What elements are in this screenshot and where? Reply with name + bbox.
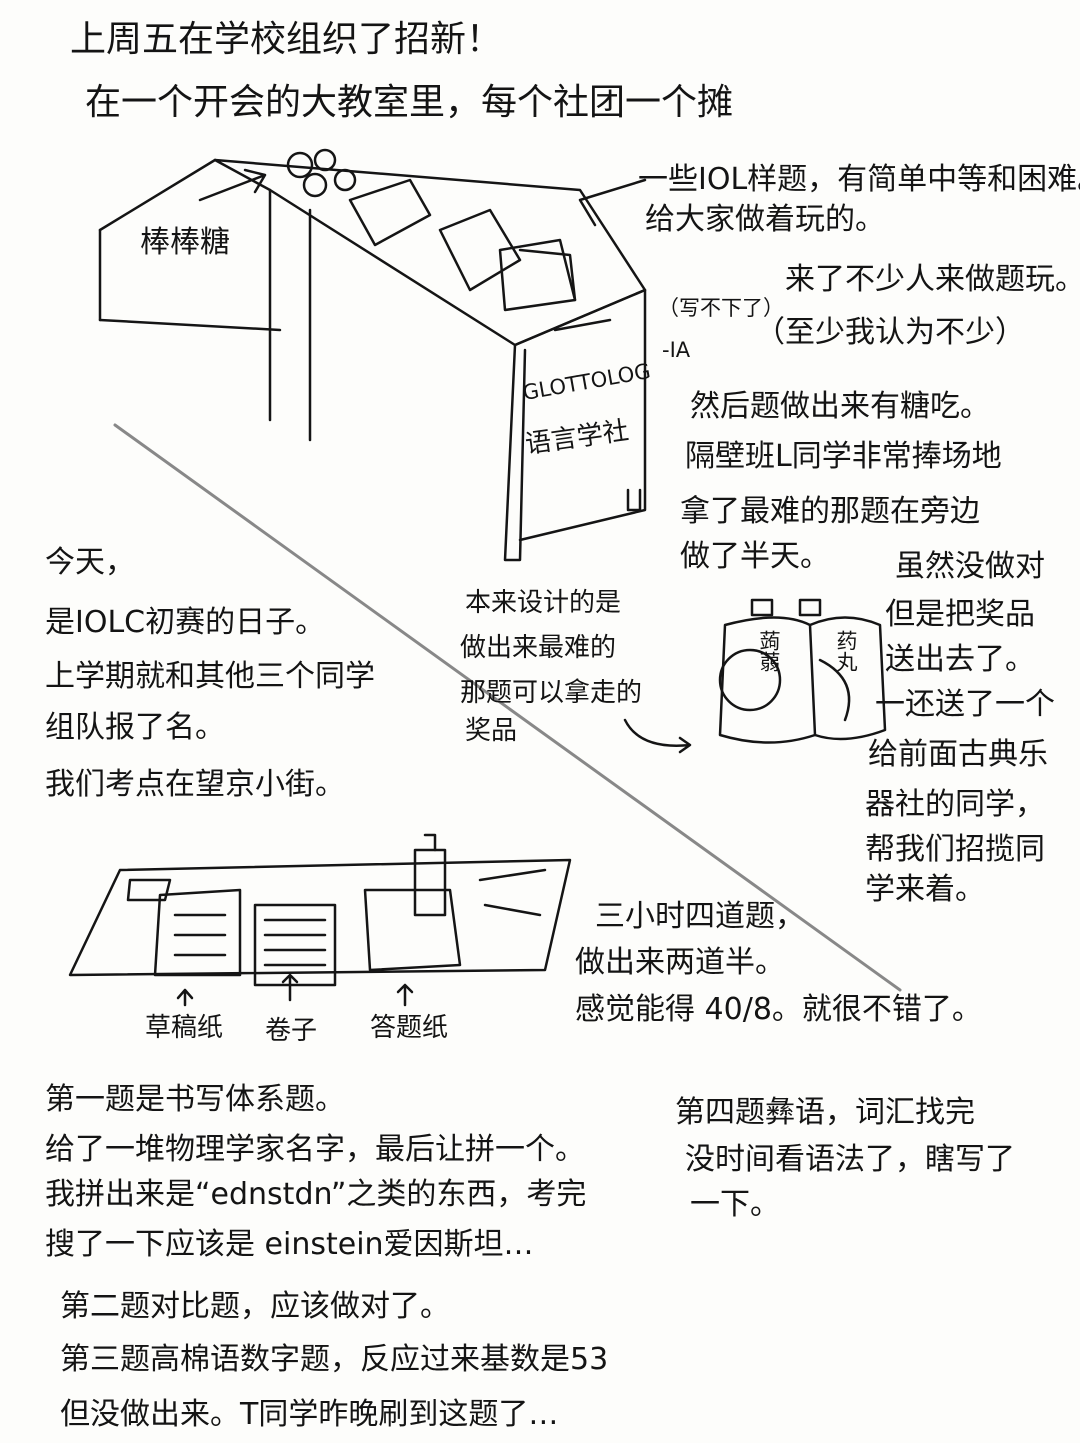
stall-note: 隔壁班L同学非常捧场地 xyxy=(685,439,1002,474)
stall-note: 拿了最难的那题在旁边 xyxy=(680,494,980,529)
diagonal-divider-line xyxy=(113,423,902,992)
prize-note-right: 送出去了。 xyxy=(885,642,1035,677)
problem-line: 但没做出来。T同学昨晚刷到这题了… xyxy=(60,1397,559,1432)
today-line: 是IOLC初赛的日子。 xyxy=(45,605,326,640)
header-line-1: 上周五在学校组织了招新！ xyxy=(70,19,503,60)
today-line: 上学期就和其他三个同学 xyxy=(45,659,375,694)
problem-line: 第二题对比题，应该做对了。 xyxy=(60,1289,450,1324)
problem-line: 给了一堆物理学家名字，最后让拼一个。 xyxy=(45,1132,585,1167)
header-line-2: 在一个开会的大教室里，每个社团一个摊 xyxy=(85,82,734,123)
desk-label-scratch-paper: 草稿纸 xyxy=(145,1013,224,1043)
problem-line: 搜了一下应该是 einstein爱因斯坦… xyxy=(45,1227,534,1262)
stall-note: 一些IOL样题，有简单中等和困难。 xyxy=(638,162,1080,197)
prize-note-right: 虽然没做对 xyxy=(895,549,1045,584)
stall-table-drawing xyxy=(98,148,647,562)
exam-summary-line: 感觉能得 40/8。就很不错了。 xyxy=(575,992,982,1027)
today-line: 我们考点在望京小街。 xyxy=(45,767,345,802)
prize-note-left: 做出来最难的 xyxy=(460,633,617,663)
stall-note: （至少我认为不少） xyxy=(755,315,1025,350)
today-line: 组队报了名。 xyxy=(45,710,225,745)
problem-right-line: 第四题彝语，词汇找完 xyxy=(675,1095,975,1130)
exam-summary-line: 做出来两道半。 xyxy=(575,945,785,980)
problem-line: 我拼出来是“ednstdn”之类的东西，考完 xyxy=(45,1177,587,1212)
prize-jars-drawing xyxy=(623,598,887,754)
prize-note-right: 帮我们招揽同 xyxy=(865,832,1045,867)
stall-note: 来了不少人来做题玩。 xyxy=(785,262,1080,297)
problem-line: 第三题高棉语数字题，反应过来基数是53 xyxy=(60,1342,609,1377)
prize-note-left: 那题可以拿走的 xyxy=(460,678,643,708)
stall-note: 然后题做出来有糖吃。 xyxy=(690,389,990,424)
exam-summary-line: 三小时四道题， xyxy=(595,899,805,934)
desk-label-answer-sheet: 答题纸 xyxy=(370,1013,449,1043)
stall-note: 给大家做着玩的。 xyxy=(645,202,885,237)
exam-desk-drawing xyxy=(68,833,572,1007)
sign-note-sub: -IA xyxy=(662,338,691,362)
prize-note-left: 奖品 xyxy=(465,716,518,746)
prize-note-right: 一还送了一个 xyxy=(875,687,1055,722)
jar-label-left: 蒟蒻 xyxy=(757,630,781,672)
today-line: 今天， xyxy=(45,545,135,580)
prize-note-right: 学来着。 xyxy=(865,872,985,907)
prize-note-right: 但是把奖品 xyxy=(885,597,1035,632)
problem-line: 第一题是书写体系题。 xyxy=(45,1082,345,1117)
sign-note: （写不下了） xyxy=(658,296,784,320)
prize-note-right: 给前面古典乐 xyxy=(868,737,1048,772)
lollipop-label: 棒棒糖 xyxy=(140,225,230,260)
problem-right-line: 没时间看语法了，瞎写了 xyxy=(685,1142,1015,1177)
stall-note: 做了半天。 xyxy=(680,539,830,574)
problem-right-line: 一下。 xyxy=(690,1187,780,1222)
desk-label-exam-paper: 卷子 xyxy=(265,1016,318,1046)
jar-label-right: 药丸 xyxy=(834,630,858,672)
prize-note-left: 本来设计的是 xyxy=(465,588,622,618)
prize-note-right: 器社的同学， xyxy=(865,787,1045,822)
